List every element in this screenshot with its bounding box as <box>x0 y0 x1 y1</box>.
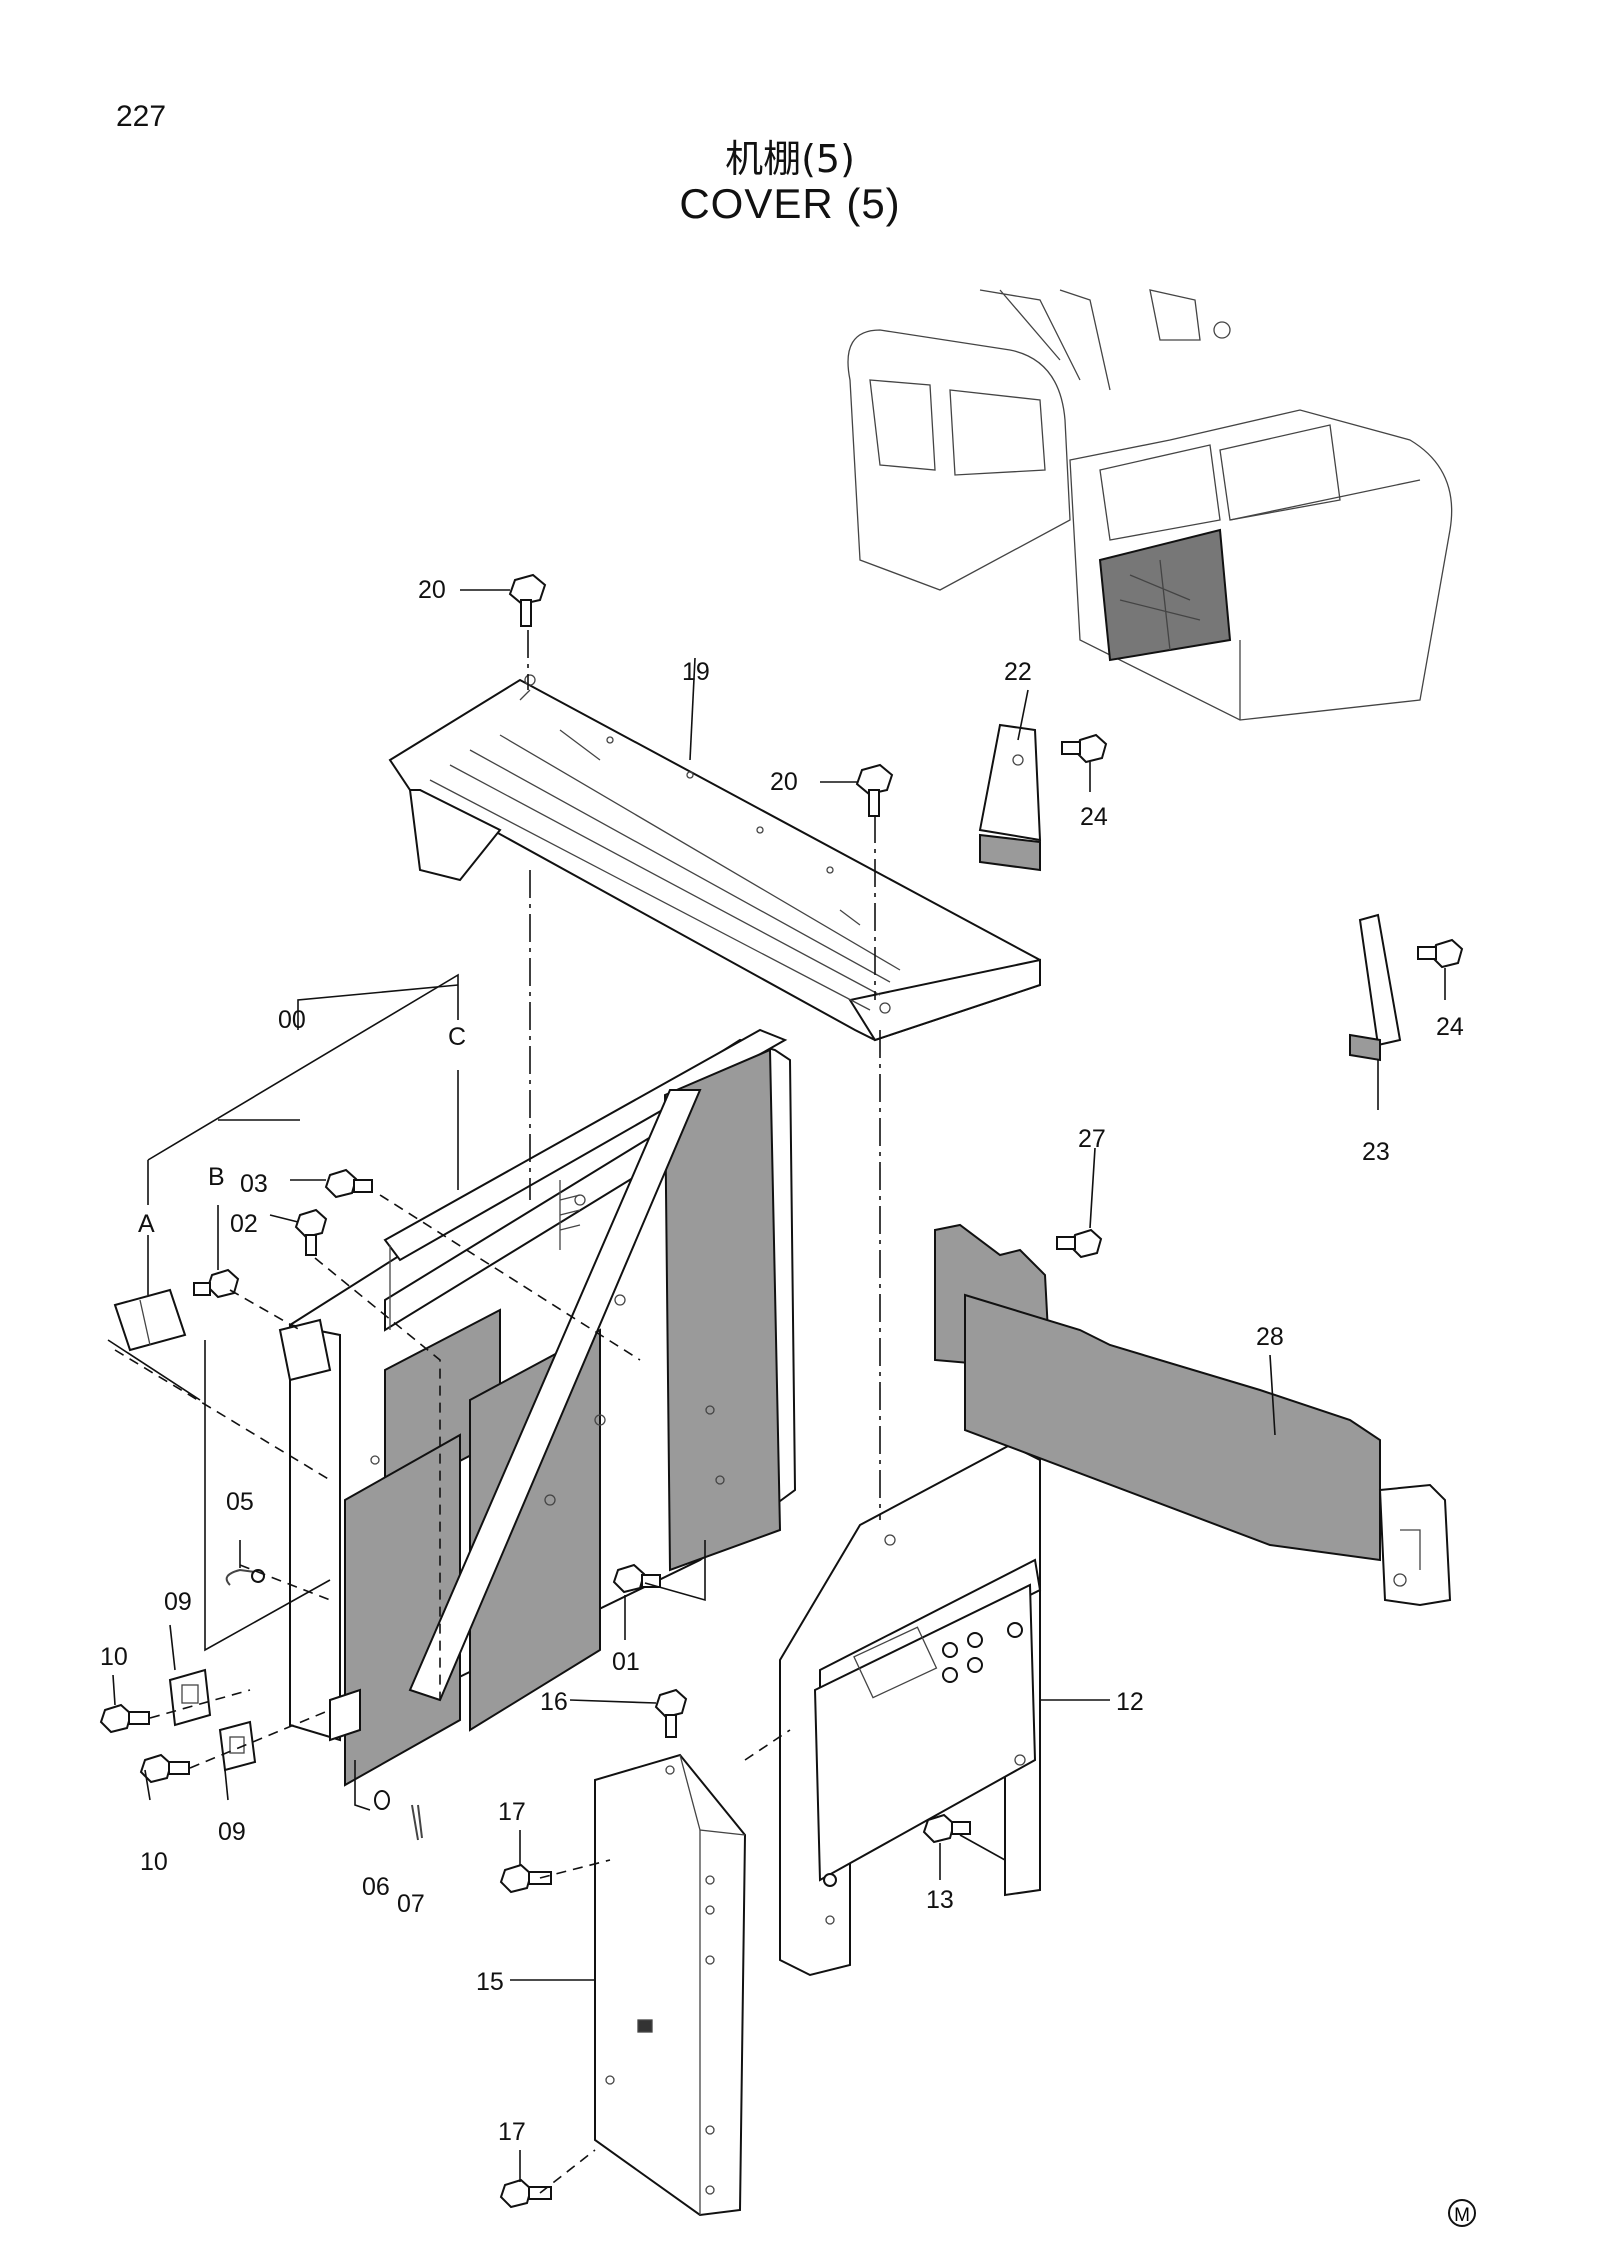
callout-20: 20 <box>770 768 798 796</box>
bolt-17-lower <box>499 2178 552 2209</box>
top-cover-panel <box>388 674 1041 1042</box>
side-panel-15 <box>594 1753 747 2217</box>
callout-15: 15 <box>476 1968 504 1996</box>
callout-05: 05 <box>226 1488 254 1516</box>
callout-07: 07 <box>397 1890 425 1918</box>
callout-20: 20 <box>418 576 446 604</box>
bracket-22 <box>978 723 1042 872</box>
frame-12 <box>779 1443 1042 1977</box>
bolt-03 <box>324 1168 373 1199</box>
bolt-27 <box>1056 1228 1103 1259</box>
callout-17: 17 <box>498 1798 526 1826</box>
page-title-chinese: 机棚(5) <box>725 137 855 181</box>
callout-17: 17 <box>498 2118 526 2146</box>
callout-A: A <box>138 1210 155 1238</box>
bolt-24-lower <box>1417 938 1464 969</box>
callout-24: 24 <box>1436 1013 1464 1041</box>
callout-28: 28 <box>1256 1323 1284 1351</box>
beam-28 <box>934 1223 1452 1607</box>
callout-23: 23 <box>1362 1138 1390 1166</box>
washer-06 <box>374 1790 390 1810</box>
corner-mark: M <box>1448 2199 1476 2227</box>
callout-B: B <box>208 1163 225 1191</box>
callout-02: 02 <box>230 1210 258 1238</box>
callout-16: 16 <box>540 1688 568 1716</box>
bolt-B <box>193 1268 240 1299</box>
callout-12: 12 <box>1116 1688 1144 1716</box>
main-frame-assembly <box>278 1028 797 1787</box>
bolt-10-upper <box>99 1703 150 1734</box>
callout-19: 19 <box>682 658 710 686</box>
bolt-16 <box>654 1688 688 1738</box>
bolt-17-upper <box>499 1863 552 1894</box>
callout-06: 06 <box>362 1873 390 1901</box>
callout-01: 01 <box>612 1648 640 1676</box>
page-number: 227 <box>116 100 167 133</box>
callout-22: 22 <box>1004 658 1032 686</box>
bolt-20-lower <box>855 763 894 817</box>
bolt-20-upper <box>508 573 547 627</box>
callout-09: 09 <box>164 1588 192 1616</box>
leader-lines <box>107 589 1446 2194</box>
callout-10: 10 <box>100 1643 128 1671</box>
callout-09: 09 <box>218 1818 246 1846</box>
callout-00: 00 <box>278 1006 306 1034</box>
bolt-02 <box>294 1208 328 1256</box>
callout-24: 24 <box>1080 803 1108 831</box>
callout-labels: 20 19 20 22 24 24 23 27 28 00 C B A 03 0… <box>100 576 1464 2146</box>
corner-mark-letter: M <box>1454 2205 1470 2226</box>
bolt-10-lower <box>139 1753 190 1784</box>
callout-10: 10 <box>140 1848 168 1876</box>
latch-09-upper <box>168 1668 212 1727</box>
bolt-13 <box>922 1813 971 1844</box>
bolt-24-upper <box>1061 733 1108 764</box>
excavator-overview <box>847 289 1453 721</box>
callout-27: 27 <box>1078 1125 1106 1153</box>
callout-03: 03 <box>240 1170 268 1198</box>
callout-C: C <box>448 1023 466 1051</box>
bracket-A <box>113 1288 187 1352</box>
pin-07 <box>411 1804 423 1841</box>
bracket-23 <box>1349 913 1402 1062</box>
latch-09-lower <box>218 1720 257 1772</box>
callout-13: 13 <box>926 1886 954 1914</box>
page-title: COVER (5) <box>679 180 901 227</box>
